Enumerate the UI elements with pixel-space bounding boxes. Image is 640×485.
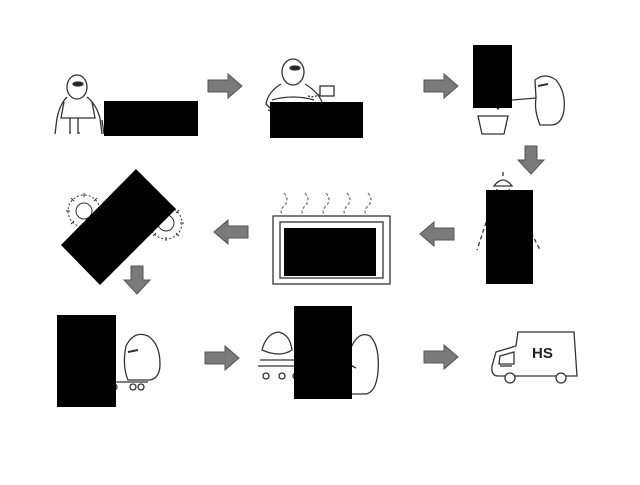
flow-arrow-4-5 xyxy=(419,221,455,247)
vehicle-label: HS xyxy=(532,345,553,362)
steam-lines xyxy=(280,192,372,217)
step-6-sunlight-drying xyxy=(61,169,184,285)
flow-arrow-3-4 xyxy=(517,145,545,175)
redaction-block-4 xyxy=(486,190,533,284)
redaction-block-8 xyxy=(294,306,352,399)
step-7-person-on-cart xyxy=(57,315,161,407)
step-3-person-with-basin xyxy=(473,45,565,135)
redaction-block-5 xyxy=(284,228,376,276)
flow-arrow-6-7 xyxy=(123,265,151,295)
vehicle-icon xyxy=(491,331,578,384)
redaction-block-2 xyxy=(270,102,363,138)
person-in-gown-icon xyxy=(54,74,105,135)
redaction-block-1 xyxy=(104,101,198,136)
flow-arrow-7-8 xyxy=(204,345,240,371)
flow-arrow-8-9 xyxy=(423,344,459,370)
step-2-seated-person xyxy=(265,58,363,138)
flow-arrow-5-6 xyxy=(213,219,249,245)
step-4-shower xyxy=(476,172,541,284)
step-1-person-in-gown xyxy=(54,74,198,136)
steaming-tank-icon xyxy=(272,192,391,285)
flow-arrow-1-2 xyxy=(207,73,243,99)
step-8-cart-transfer xyxy=(258,306,379,399)
step-9-vehicle: HS xyxy=(491,331,578,384)
redaction-block-6 xyxy=(61,169,176,285)
redaction-block-7 xyxy=(57,315,116,407)
step-5-steaming-tank xyxy=(272,192,391,285)
redaction-block-3 xyxy=(473,45,512,108)
flow-arrow-2-3 xyxy=(423,73,459,99)
